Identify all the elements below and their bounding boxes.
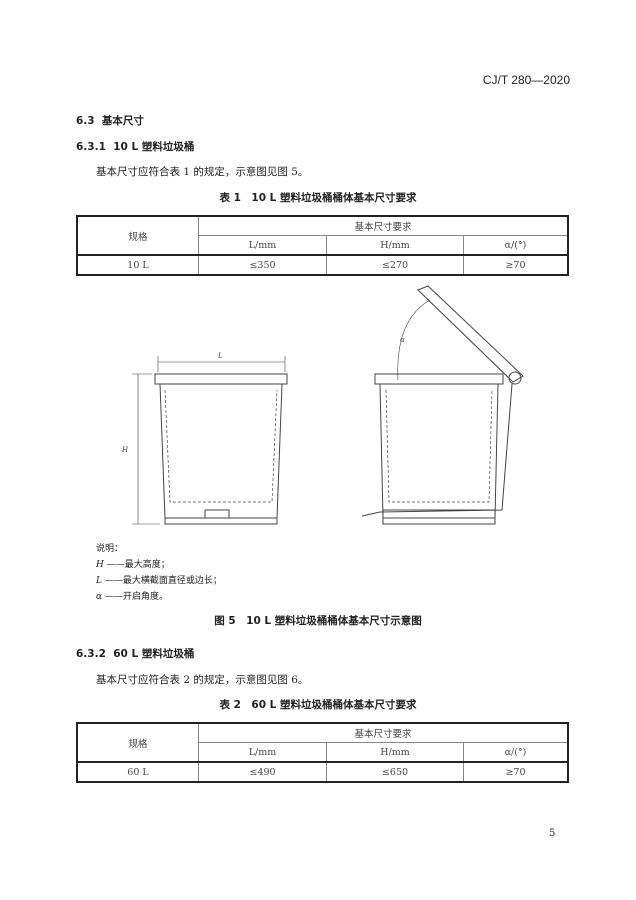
- section-6-3-1-heading: 6.3.1 10 L 塑料垃圾桶: [76, 141, 195, 153]
- table1-cell: ≤270: [326, 254, 464, 275]
- table2-group-header: 基本尺寸要求: [198, 722, 569, 743]
- legend-item: L ——最大横截面直径或边长；: [96, 576, 222, 586]
- figure5-label-L: L: [217, 352, 223, 360]
- section-6-3-1-body: 基本尺寸应符合表 1 的规定，示意图见图 5。: [96, 166, 309, 178]
- figure5-caption: 图 5 10 L 塑料垃圾桶桶体基本尺寸示意图: [214, 615, 422, 627]
- section-6-3-2-heading: 6.3.2 60 L 塑料垃圾桶: [76, 648, 195, 660]
- table2-col-H: H/mm: [326, 742, 464, 763]
- table2-cell: ≤650: [326, 761, 464, 782]
- table1-cell: ≤350: [197, 254, 328, 275]
- figure5-legend: 说明： H ——最大高度； L ——最大横截面直径或边长； α ——开启角度。: [96, 541, 222, 605]
- table1-caption: 表 1 10 L 塑料垃圾桶桶体基本尺寸要求: [219, 192, 417, 204]
- table1-cell: 10 L: [76, 254, 199, 275]
- table2-cell: ≥70: [463, 761, 569, 782]
- section-6-3-2-body: 基本尺寸应符合表 2 的规定，示意图见图 6。: [96, 674, 309, 686]
- table2-spec-header: 规格: [76, 722, 199, 763]
- figure5-label-H: H: [121, 446, 129, 454]
- legend-item: α ——开启角度。: [96, 592, 168, 602]
- table1-col-H: H/mm: [326, 235, 464, 256]
- table2-cell: 60 L: [76, 761, 199, 782]
- table1-spec-header: 规格: [76, 215, 199, 256]
- standard-number: CJ/T 280—2020: [482, 73, 570, 87]
- table2-cell: ≤490: [197, 761, 328, 782]
- table1-cell: ≥70: [463, 254, 569, 275]
- figure5-label-alpha: α: [400, 336, 405, 344]
- table1-group-header: 基本尺寸要求: [198, 215, 569, 236]
- page-number: 5: [549, 828, 556, 839]
- table2-caption: 表 2 60 L 塑料垃圾桶桶体基本尺寸要求: [219, 699, 417, 711]
- legend-title: 说明：: [96, 544, 124, 554]
- table1-col-L: L/mm: [197, 235, 328, 256]
- legend-item: H ——最大高度；: [96, 560, 170, 570]
- section-6-3-heading: 6.3 基本尺寸: [76, 115, 144, 127]
- table1-col-alpha: α/(°): [463, 235, 569, 256]
- figure5-diagram: L H α: [121, 285, 524, 525]
- table2-col-alpha: α/(°): [463, 742, 569, 763]
- table2-col-L: L/mm: [197, 742, 328, 763]
